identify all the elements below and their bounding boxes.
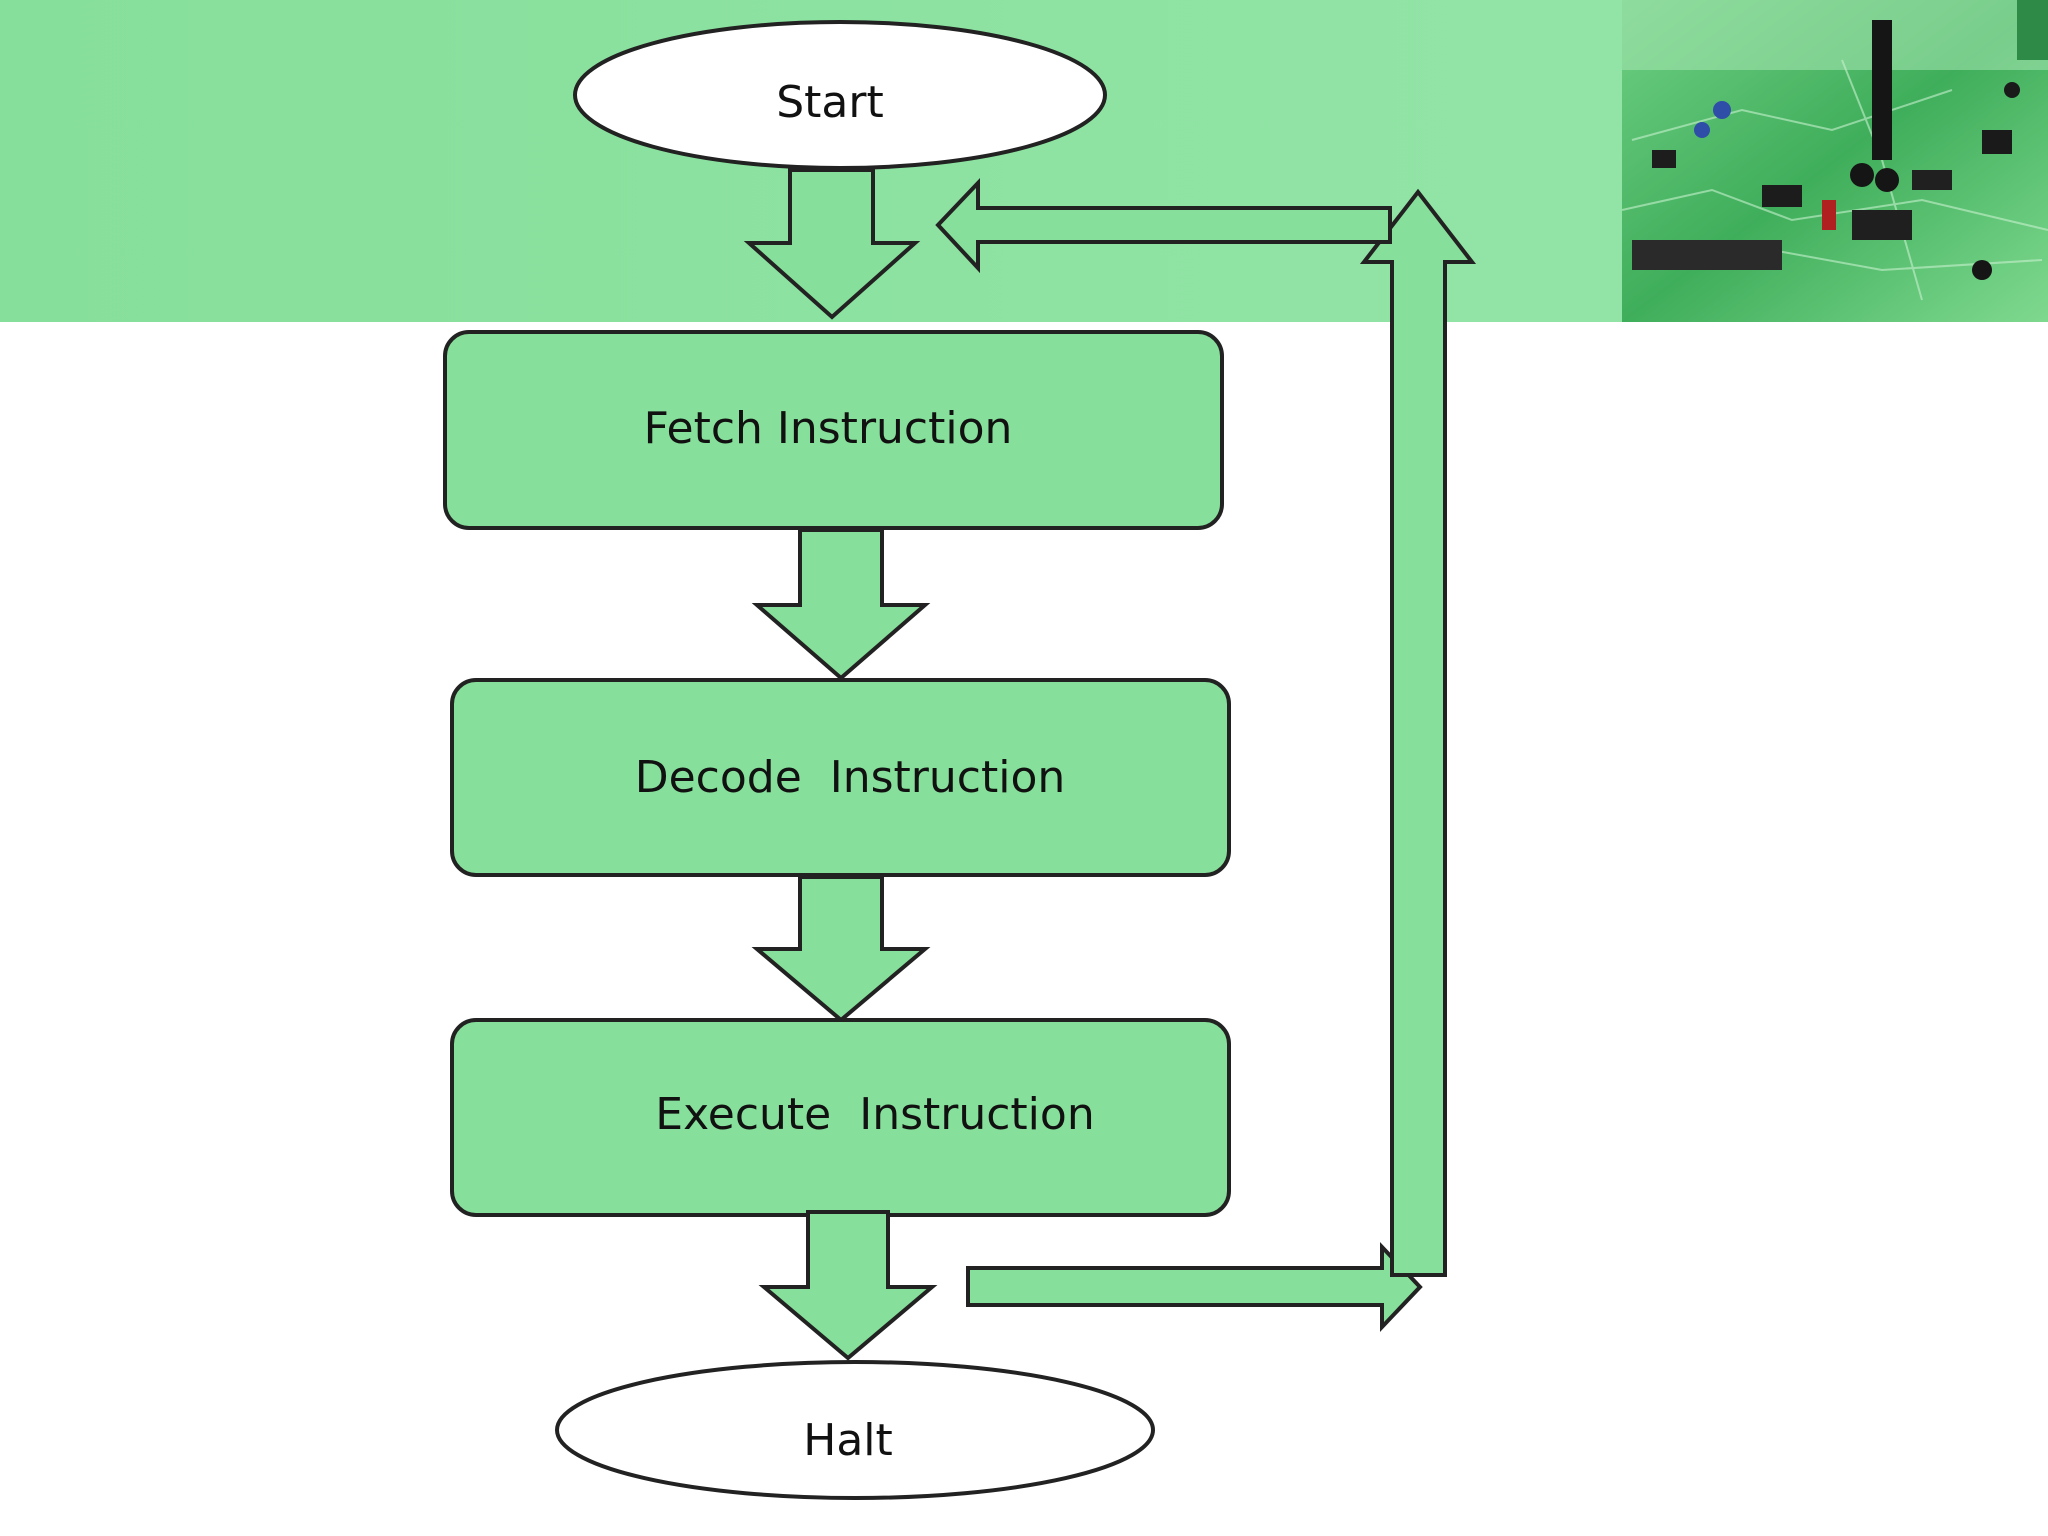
circuit-board-photo (1622, 0, 2048, 322)
arrow-up-icon (1359, 188, 1477, 1277)
fetch-instruction-label: Fetch Instruction (644, 403, 1013, 454)
arrow-down-icon (758, 1210, 938, 1361)
halt-node: Halt (555, 1360, 1155, 1500)
execute-instruction-label: Execute Instruction (655, 1089, 1094, 1140)
arrow-right-icon (966, 1241, 1423, 1333)
start-node: Start (573, 20, 1107, 170)
circuit-board-image (1622, 0, 2048, 322)
fetch-instruction-node: Fetch Instruction (443, 330, 1224, 530)
arrow-down-icon (743, 168, 921, 320)
decode-instruction-node: Decode Instruction (450, 678, 1231, 877)
decode-instruction-label: Decode Instruction (635, 752, 1066, 803)
arrow-down-icon (751, 528, 931, 681)
start-label: Start (776, 77, 884, 128)
arrow-left-icon (935, 178, 1392, 274)
execute-instruction-node: Execute Instruction (450, 1018, 1231, 1217)
halt-label: Halt (803, 1415, 893, 1466)
arrow-down-icon (751, 875, 931, 1023)
